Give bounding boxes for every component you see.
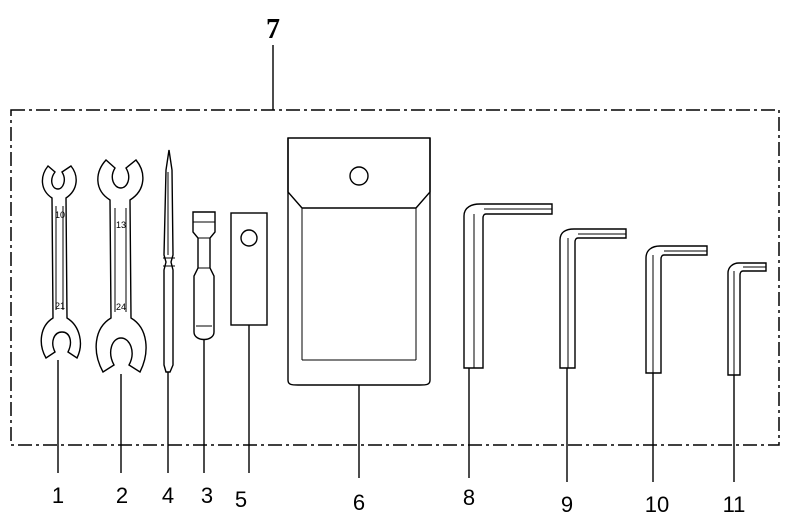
- part-number-4: 4: [162, 483, 174, 508]
- part-number-1: 1: [52, 483, 64, 508]
- kit-number-label: 7: [266, 14, 280, 45]
- hex-key-large-icon: [463, 203, 553, 369]
- socket-wrench-icon: [192, 211, 216, 341]
- part-number-3: 3: [201, 483, 213, 508]
- handle-bar-icon: [230, 212, 268, 326]
- wrench-1-top-size: 10: [55, 210, 65, 220]
- leader-lines: [57, 325, 735, 482]
- part-number-5: 5: [235, 487, 247, 512]
- hex-key-medium-icon: [559, 228, 627, 369]
- hex-key-small-icon: [645, 245, 708, 374]
- wrench-1-bottom-size: 21: [55, 301, 65, 311]
- part-number-11: 11: [723, 492, 746, 517]
- wrench-2-top-size: 13: [116, 220, 126, 230]
- wrench-2-bottom-size: 24: [116, 302, 126, 312]
- part-number-6: 6: [353, 490, 365, 515]
- hex-key-smallest-icon: [727, 262, 767, 376]
- part-number-8: 8: [463, 485, 475, 510]
- wrench-large-icon: 13 24: [95, 159, 147, 374]
- kit-frame: [10, 109, 780, 446]
- part-number-2: 2: [116, 483, 128, 508]
- part-number-9: 9: [561, 492, 573, 517]
- part-number-10: 10: [645, 492, 669, 517]
- tool-pouch-icon: [287, 137, 431, 386]
- wrench-small-icon: 10 21: [40, 164, 82, 360]
- screwdriver-icon: [163, 149, 175, 373]
